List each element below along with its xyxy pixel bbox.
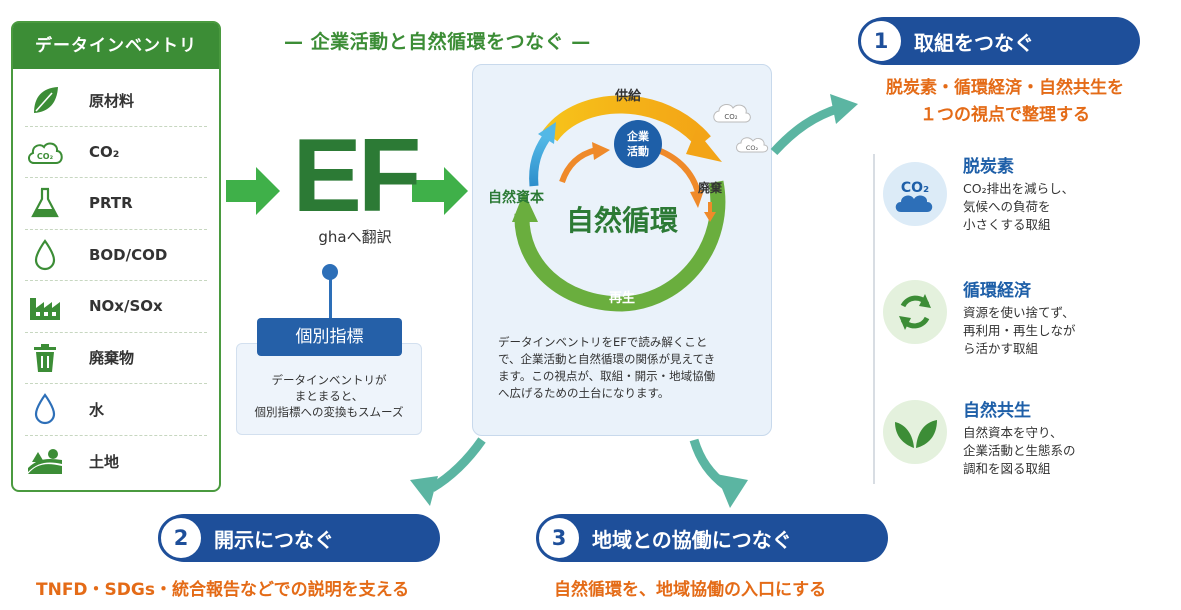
company-activity-label: 活動 [627,144,649,158]
pillar-title: 脱炭素 [963,157,1014,177]
step-2-subtitle: TNFD・SDGs・統合報告などでの説明を支える [36,580,410,600]
svg-text:CO₂: CO₂ [746,144,759,152]
inner-arc-left [559,147,597,184]
data-inventory-panel: データインベントリ 原材料 CO₂ CO₂ PRTR BOD/COD [11,21,221,492]
step-label: 取組をつなぐ [914,30,1034,55]
regen-label: 再生 [609,290,635,306]
inventory-label: 廃棄物 [89,349,135,368]
regen-arrowhead [512,192,538,222]
svg-text:CO₂: CO₂ [37,152,54,161]
trash-bin-icon [25,341,65,375]
step-number: 1 [858,18,904,64]
step-label: 地域との協働につなぐ [592,527,792,552]
company-activity-label: 企業 [626,129,650,143]
co2-cloud-icon: CO₂ [883,162,947,226]
supply-label: 供給 [614,88,642,104]
inner-arc-right [656,147,701,193]
ef-block: EF ghaへ翻訳 [285,118,425,247]
inventory-item-bod-cod: BOD/COD [25,230,207,281]
inventory-item-land: 土地 [25,436,207,488]
inventory-label: 水 [89,400,105,419]
inventory-label: CO₂ [89,142,120,161]
page-title: — 企業活動と自然循環をつなぐ — [284,31,591,53]
step-3-banner: 3 地域との協働につなぐ [536,514,888,562]
inventory-item-co2: CO₂ CO₂ [25,127,207,178]
supply-arrowhead [686,130,722,162]
data-inventory-list: 原材料 CO₂ CO₂ PRTR BOD/COD NOx/SOx [13,69,219,487]
factory-icon [25,289,65,323]
arrow-right-icon [226,167,280,215]
supply-arc [542,95,711,149]
indicator-box [236,343,422,435]
inventory-label: NOx/SOx [89,297,163,316]
land-icon [25,444,65,478]
water-drop-icon [25,238,65,272]
flask-icon [25,186,65,220]
data-inventory-header: データインベントリ [13,23,219,69]
inventory-label: BOD/COD [89,245,168,264]
ef-label: EF [292,118,422,234]
waste-label: 廃棄 [698,180,723,195]
step-1-banner: 1 取組をつなぐ [858,17,1140,65]
natural-capital-label: 自然資本 [488,189,545,206]
indicator-title: 個別指標 [257,318,402,356]
co2-cloud-icon: CO₂ [713,103,751,123]
curved-arrow-icon [770,94,858,156]
pillar-title: 循環経済 [963,281,1031,301]
capital-arrowhead [538,122,556,144]
sprout-icon [883,400,947,464]
nature-cycle-label: 自然循環 [566,204,679,237]
pillar-description: 自然資本を守り、 企業活動と生態系の 調和を図る取組 [963,425,1076,476]
arrow-right-icon [412,167,468,215]
pillar-title: 自然共生 [963,401,1031,421]
step-number: 3 [536,515,582,561]
connector-line [329,272,332,324]
curved-arrow-icon [410,437,486,506]
pillar-description: CO₂排出を減らし、 気候への負荷を 小さくする取組 [963,181,1075,232]
step-label: 開示につなぐ [214,527,334,552]
svg-text:CO₂: CO₂ [724,113,737,121]
co2-cloud-icon: CO₂ [736,137,769,153]
nature-cycle-description: データインベントリをEFで読み解くこと で、企業活動と自然循環の関係が見えてき … [498,335,716,400]
inventory-label: PRTR [89,194,133,213]
step-3-subtitle: 自然循環を、地域協働の入口にする [554,580,827,600]
inventory-label: 原材料 [89,91,135,110]
step-1-subtitle: 脱炭素・循環経済・自然共生を １つの視点で整理する [886,78,1124,125]
capital-arc [529,135,550,187]
inventory-item-raw-material: 原材料 [25,75,207,127]
indicator-description: データインベントリが まとまると、 個別指標への変換もスムーズ [254,373,404,419]
step-2-banner: 2 開示につなぐ [158,514,440,562]
inventory-item-water: 水 [25,384,207,436]
curved-arrow-icon [689,438,748,508]
inventory-item-nox-sox: NOx/SOx [25,281,207,333]
ef-subtitle: ghaへ翻訳 [318,228,392,246]
step-number: 2 [158,515,204,561]
inventory-label: 土地 [89,452,120,471]
pillar-description: 資源を使い捨てず、 再利用・再生しなが ら活かす取組 [963,305,1076,356]
company-activity-bubble [614,120,662,168]
nature-cycle-diagram: 企業 活動 CO₂ CO₂ 供給 廃棄 再生 自然資本 自然循環 [488,88,769,312]
regen-arc [514,180,726,312]
inventory-item-waste: 廃棄物 [25,333,207,384]
inventory-item-prtr: PRTR [25,178,207,230]
leaf-icon [25,83,65,117]
co2-cloud-icon: CO₂ [25,135,65,169]
svg-text:CO₂: CO₂ [901,180,929,196]
water-drop-outline-icon [25,392,65,426]
recycle-icon [883,280,947,344]
pillar-divider [873,154,875,484]
